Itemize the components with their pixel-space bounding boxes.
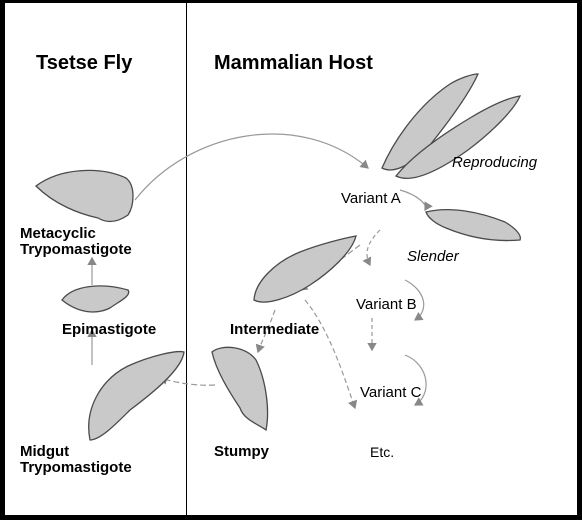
- variant-c-label: Variant C: [360, 384, 421, 401]
- intermediate-trypanosome-icon: [254, 236, 356, 302]
- arrow-metacyclic-to-host: [135, 134, 368, 200]
- arrow-intermediate-to-etc: [305, 300, 355, 408]
- epimastigote-icon: [62, 286, 129, 312]
- tsetse-fly-heading: Tsetse Fly: [36, 52, 132, 75]
- intermediate-label: Intermediate: [230, 322, 319, 338]
- etc-label: Etc.: [370, 444, 394, 460]
- metacyclic-trypanosome-icon: [36, 170, 133, 221]
- midgut-label: Midgut Trypomastigote: [20, 444, 132, 476]
- stumpy-trypanosome-icon: [212, 347, 268, 430]
- slender-label: Slender: [407, 248, 459, 265]
- reproducing-label: Reproducing: [452, 154, 537, 171]
- arrow-reproducing-to-slender: [400, 190, 426, 210]
- slender-trypanosome-icon: [426, 210, 520, 241]
- variant-a-label: Variant A: [341, 190, 401, 207]
- metacyclic-label-line1: Metacyclic: [20, 226, 132, 242]
- mammalian-host-heading: Mammalian Host: [214, 52, 373, 75]
- metacyclic-label-line2: Trypomastigote: [20, 242, 132, 258]
- metacyclic-label: Metacyclic Trypomastigote: [20, 226, 132, 258]
- arrow-variant-a-to-b: [367, 230, 380, 265]
- stumpy-label: Stumpy: [214, 444, 269, 460]
- variant-b-label: Variant B: [356, 296, 417, 313]
- midgut-label-line1: Midgut: [20, 444, 132, 460]
- epimastigote-label: Epimastigote: [62, 322, 156, 338]
- arrow-stumpy-to-midgut: [160, 378, 215, 385]
- midgut-trypomastigote-icon: [89, 352, 184, 440]
- midgut-label-line2: Trypomastigote: [20, 460, 132, 476]
